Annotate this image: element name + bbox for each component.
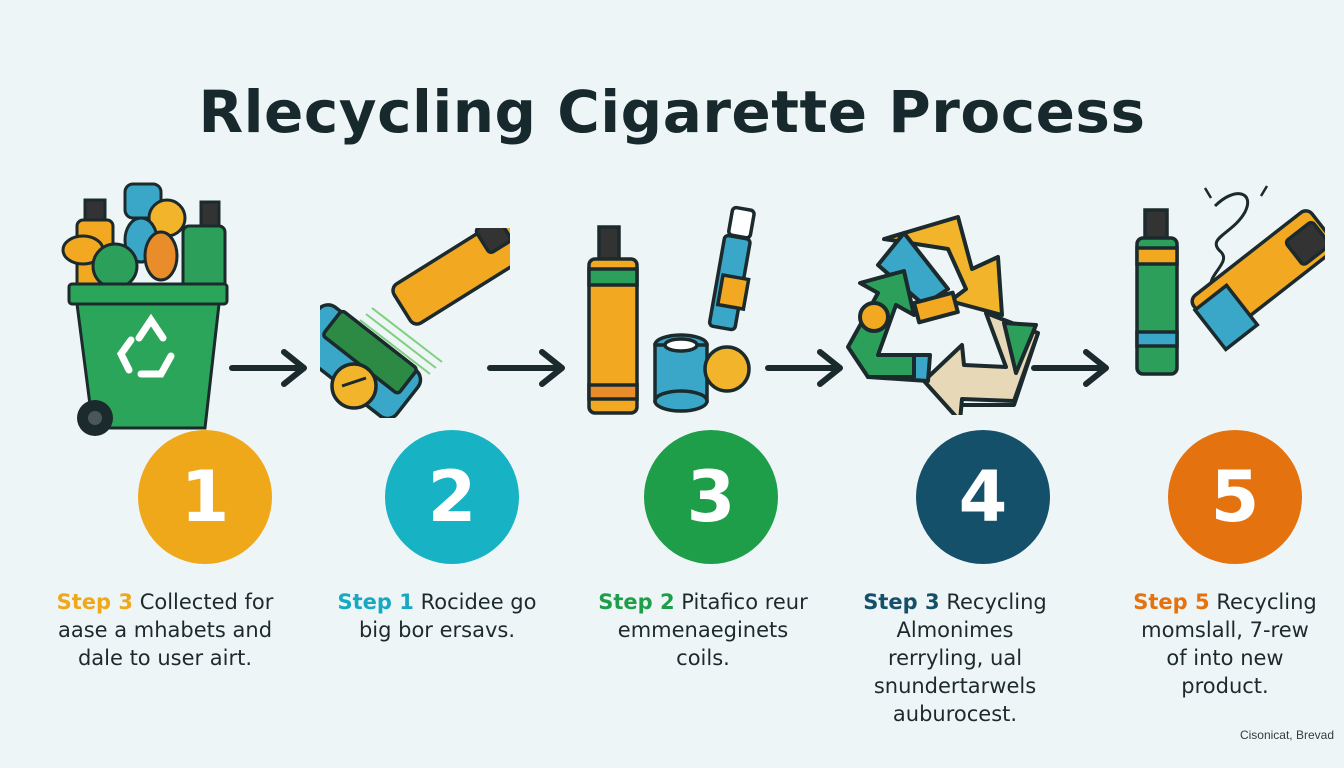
step-4-line-5: auburocest. — [892, 702, 1018, 726]
step-4-line-4: snundertarwels — [873, 674, 1037, 698]
step-3-line-3: coils. — [676, 646, 730, 670]
step-5-badge: 5 — [1168, 430, 1302, 564]
step-1-line-2: aase a mhabets and — [57, 618, 273, 642]
step-1-line-1: Collected for — [139, 590, 274, 614]
arrow-right-icon — [1031, 349, 1109, 387]
arrow-right-icon — [487, 349, 565, 387]
step-1-lead: Step 3 — [56, 590, 133, 614]
step-1-line-3: dale to user airt. — [77, 646, 253, 670]
step-3-caption: Step 2 Pitafico reur emmenaeginets coils… — [578, 588, 828, 672]
credit-text: Cisonicat, Brevad — [1239, 728, 1334, 742]
arrow-right-icon — [765, 349, 843, 387]
step-3-badge: 3 — [644, 430, 778, 564]
step-4-badge: 4 — [916, 430, 1050, 564]
step-3-line-1: Pitafico reur — [681, 590, 808, 614]
step-4-caption: Step 3 Recycling Almonimes rerryling, ua… — [830, 588, 1080, 728]
step-5-line-3: of into new — [1166, 646, 1284, 670]
step-2-line-2: big bor ersavs. — [358, 618, 516, 642]
vape-device-icon — [320, 228, 510, 418]
page-title: Rlecycling Cigarette Process — [198, 78, 1146, 146]
step-2-caption: Step 1 Rocidee go big bor ersavs. — [312, 588, 562, 644]
step-2-line-1: Rocidee go — [420, 590, 537, 614]
step-2-badge: 2 — [385, 430, 519, 564]
step-5-lead: Step 5 — [1133, 590, 1210, 614]
step-5-line-4: product. — [1181, 674, 1269, 698]
step-4-line-3: rerryling, ual — [887, 646, 1023, 670]
step-3-line-2: emmenaeginets — [617, 618, 789, 642]
step-5-line-2: momslall, 7-rew — [1141, 618, 1309, 642]
arrow-right-icon — [229, 349, 307, 387]
step-4-line-1: Recycling — [946, 590, 1047, 614]
step-1-badge: 1 — [138, 430, 272, 564]
step-3-lead: Step 2 — [598, 590, 675, 614]
cigarette-parts-icon — [587, 205, 756, 415]
step-5-caption: Step 5 Recycling momslall, 7-rew of into… — [1100, 588, 1344, 700]
step-4-lead: Step 3 — [863, 590, 940, 614]
step-4-line-2: Almonimes — [896, 618, 1014, 642]
recycle-bin-icon — [61, 182, 229, 436]
recycle-symbol-icon — [846, 215, 1040, 415]
recycled-product-icon — [1135, 185, 1325, 376]
step-5-line-1: Recycling — [1216, 590, 1317, 614]
step-2-lead: Step 1 — [337, 590, 414, 614]
step-1-caption: Step 3 Collected for aase a mhabets and … — [40, 588, 290, 672]
